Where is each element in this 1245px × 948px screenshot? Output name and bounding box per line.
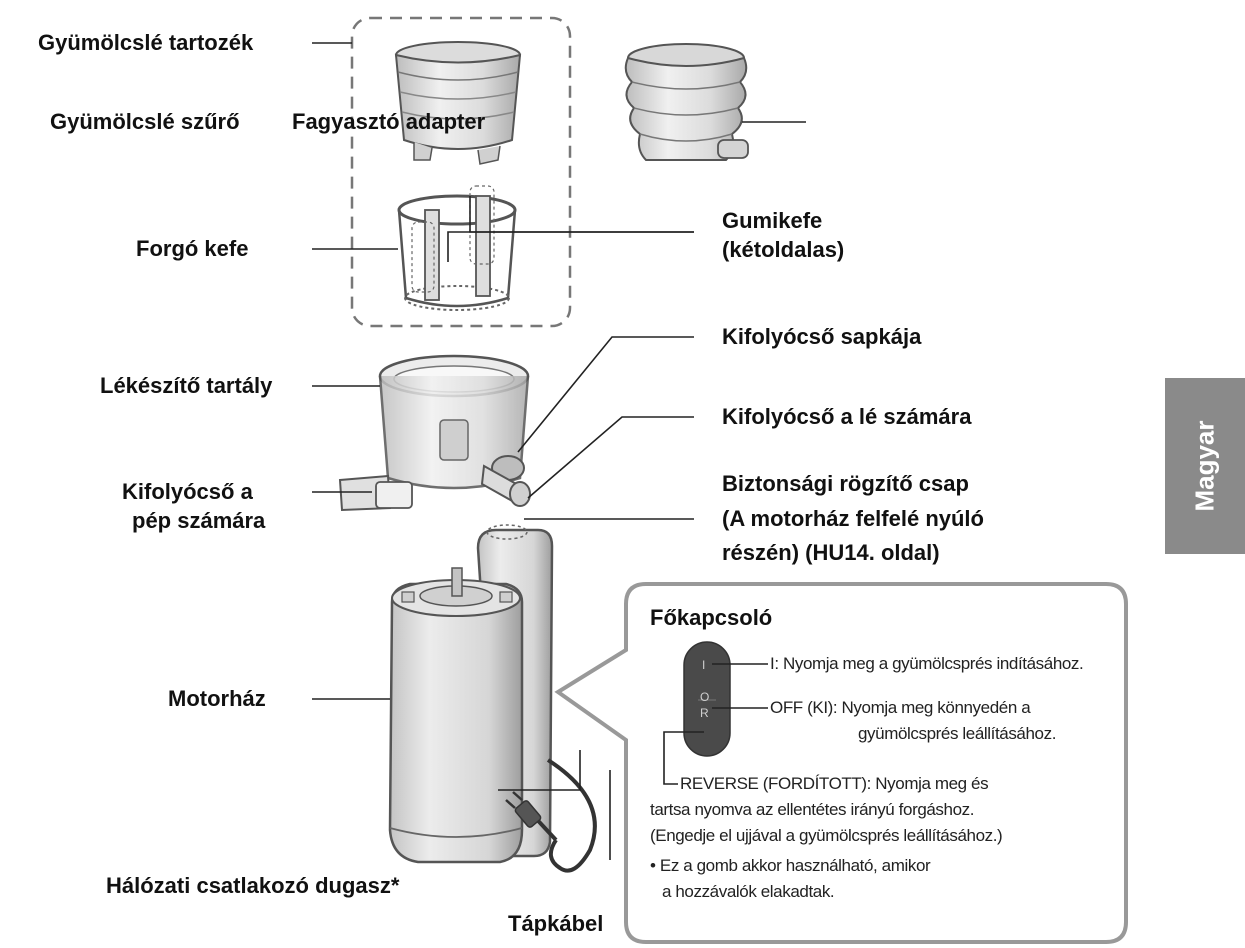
label-juice-attachment: Gyümölcslé tartozék bbox=[38, 30, 254, 55]
label-pulp-spout: Kifolyócső a bbox=[122, 479, 253, 504]
power-switch-illustration bbox=[683, 641, 731, 757]
language-tab: Magyar bbox=[1165, 378, 1245, 554]
switch-reverse-description-3: (Engedje el ujjával a gyümölcsprés leáll… bbox=[650, 826, 1003, 845]
label-motor-base: Motorház bbox=[168, 686, 266, 711]
label-spout-cap: Kifolyócső sapkája bbox=[722, 324, 922, 349]
label-safety-pin: Biztonsági rögzítő csap bbox=[722, 471, 969, 496]
label-freeze-adapter: Fagyasztó adapter bbox=[292, 109, 486, 134]
main-switch-title: Főkapcsoló bbox=[650, 605, 773, 630]
label-safety-pin-sub2: részén) (HU14. oldal) bbox=[722, 540, 940, 565]
switch-on-description: I: Nyomja meg a gyümölcsprés indításához… bbox=[770, 654, 1084, 673]
switch-symbol-reverse: R bbox=[700, 706, 709, 720]
freeze-adapter-illustration bbox=[624, 43, 749, 161]
label-plug: Hálózati csatlakozó dugasz* bbox=[106, 873, 400, 898]
motor-base-illustration bbox=[388, 524, 554, 864]
label-juice-strainer: Gyümölcslé szűrő bbox=[50, 109, 240, 134]
label-safety-pin-sub1: (A motorház felfelé nyúló bbox=[722, 506, 984, 531]
juicing-bowl-illustration bbox=[338, 354, 531, 512]
language-tab-label: Magyar bbox=[1189, 420, 1220, 512]
switch-note: • Ez a gomb akkor használható, amikor bbox=[650, 856, 931, 875]
main-switch-callout bbox=[554, 582, 1128, 944]
label-juicing-bowl: Lékészítő tartály bbox=[100, 373, 273, 398]
label-pulp-spout-sub: pép számára bbox=[132, 508, 266, 533]
switch-reverse-description: REVERSE (FORDÍTOTT): Nyomja meg és bbox=[680, 774, 989, 793]
switch-symbol-on: I bbox=[702, 658, 705, 672]
label-rubber-brush-sub: (kétoldalas) bbox=[722, 237, 845, 262]
switch-symbol-off: O bbox=[700, 690, 709, 704]
switch-off-description: OFF (KI): Nyomja meg könnyedén a bbox=[770, 698, 1031, 717]
leader-lines bbox=[312, 42, 806, 860]
juice-strainer-illustration bbox=[394, 41, 522, 165]
label-rubber-brush: Gumikefe bbox=[722, 208, 823, 233]
power-cord-illustration bbox=[505, 758, 597, 873]
switch-off-description-cont: gyümölcsprés leállításához. bbox=[858, 724, 1057, 743]
rotating-brush-illustration bbox=[397, 185, 517, 311]
label-power-cord: Tápkábel bbox=[508, 911, 604, 936]
switch-note-cont: a hozzávalók elakadtak. bbox=[662, 882, 835, 901]
label-rotating-brush: Forgó kefe bbox=[136, 236, 249, 261]
switch-reverse-description-2: tartsa nyomva az ellentétes irányú forgá… bbox=[650, 800, 975, 819]
switch-leader-lines bbox=[663, 663, 768, 785]
juice-attachment-group-box bbox=[350, 16, 572, 328]
label-juice-spout: Kifolyócső a lé számára bbox=[722, 404, 972, 429]
